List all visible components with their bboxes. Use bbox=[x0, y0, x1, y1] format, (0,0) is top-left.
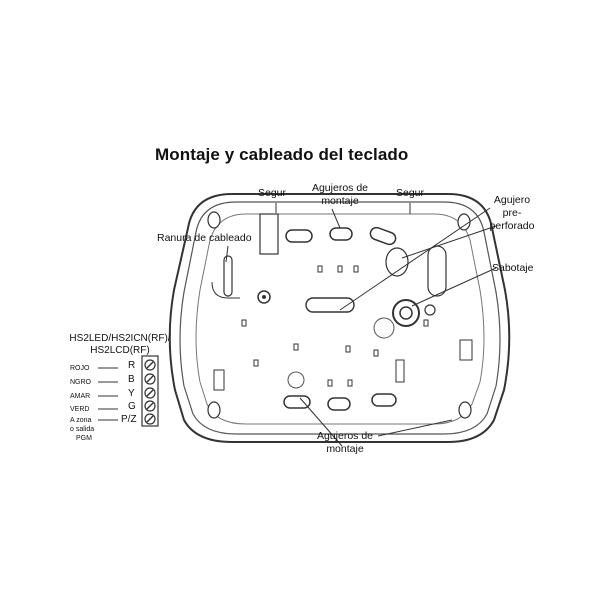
terminal-block bbox=[98, 355, 159, 427]
mounting-hole-bottom-right bbox=[371, 393, 397, 407]
wire-label-ngro: NGRO bbox=[70, 379, 91, 386]
pre-drilled-slot-right bbox=[427, 245, 447, 297]
mounting-hole-top-left bbox=[285, 229, 313, 243]
plate-block-right bbox=[459, 339, 473, 361]
plate-round-hole-mid bbox=[373, 317, 395, 339]
label-agujeros-top-2: montaje bbox=[321, 195, 359, 207]
label-agujero-pre-3: perforado bbox=[489, 220, 535, 232]
label-agujeros-bottom-1: Agujeros de bbox=[316, 430, 374, 442]
mounting-hole-top-mid bbox=[329, 227, 353, 241]
label-agujero-pre-1: Agujero bbox=[493, 194, 531, 206]
wire-label-verd: VERD bbox=[70, 406, 90, 413]
mounting-hole-bottom-left bbox=[283, 395, 311, 409]
label-models-2: HS2LCD(RF) bbox=[90, 345, 150, 356]
corner-hole-bl bbox=[207, 401, 221, 419]
label-segur-left: Segur bbox=[258, 187, 287, 199]
mounting-hole-top-right bbox=[369, 226, 397, 246]
label-segur-right: Segur bbox=[396, 187, 425, 199]
wire-label-rojo: ROJO bbox=[70, 365, 90, 372]
plate-block-left-bottom bbox=[213, 369, 225, 391]
wire-label-pgm: PGM bbox=[76, 435, 92, 442]
plate-block-top bbox=[259, 213, 279, 255]
wire-label-salida: o salida bbox=[70, 426, 95, 433]
inner-plate bbox=[195, 213, 485, 425]
terminal-letter-pz: P/Z bbox=[121, 414, 137, 425]
wire-label-amar: AMAR bbox=[70, 393, 91, 400]
label-agujero-pre-2: pre- bbox=[502, 207, 522, 219]
leader-lines bbox=[225, 203, 497, 447]
corner-hole-tl bbox=[207, 211, 221, 229]
label-sabotaje: Sabotaje bbox=[492, 262, 534, 274]
terminal-letter-r: R bbox=[128, 360, 136, 371]
housing-outline bbox=[168, 193, 511, 443]
corner-hole-tr bbox=[457, 213, 471, 231]
terminal-letter-y: Y bbox=[128, 388, 135, 399]
wiring-slot bbox=[223, 255, 233, 297]
diagram-title: Montaje y cableado del teclado bbox=[155, 145, 409, 164]
corner-hole-br bbox=[458, 401, 472, 419]
mounting-hole-bottom-mid bbox=[327, 397, 351, 411]
pre-drilled-hole bbox=[385, 247, 409, 277]
plate-block-bottom-right bbox=[395, 359, 405, 383]
plate-pegs bbox=[241, 265, 429, 387]
terminal-letter-b: B bbox=[128, 374, 135, 385]
plate-round-hole-left bbox=[287, 371, 305, 389]
terminal-letter-g: G bbox=[128, 401, 136, 412]
label-agujeros-top-1: Agujeros de bbox=[311, 182, 369, 194]
housing-inner-outline bbox=[179, 201, 501, 435]
label-agujeros-bottom-2: montaje bbox=[326, 443, 364, 455]
wire-label-zona: A zona bbox=[70, 417, 92, 424]
label-models-1: HS2LED/HS2ICN(RF)/ bbox=[69, 333, 171, 344]
wiring-slot-channel bbox=[211, 281, 240, 299]
label-ranura: Ranura de cableado bbox=[157, 232, 252, 244]
